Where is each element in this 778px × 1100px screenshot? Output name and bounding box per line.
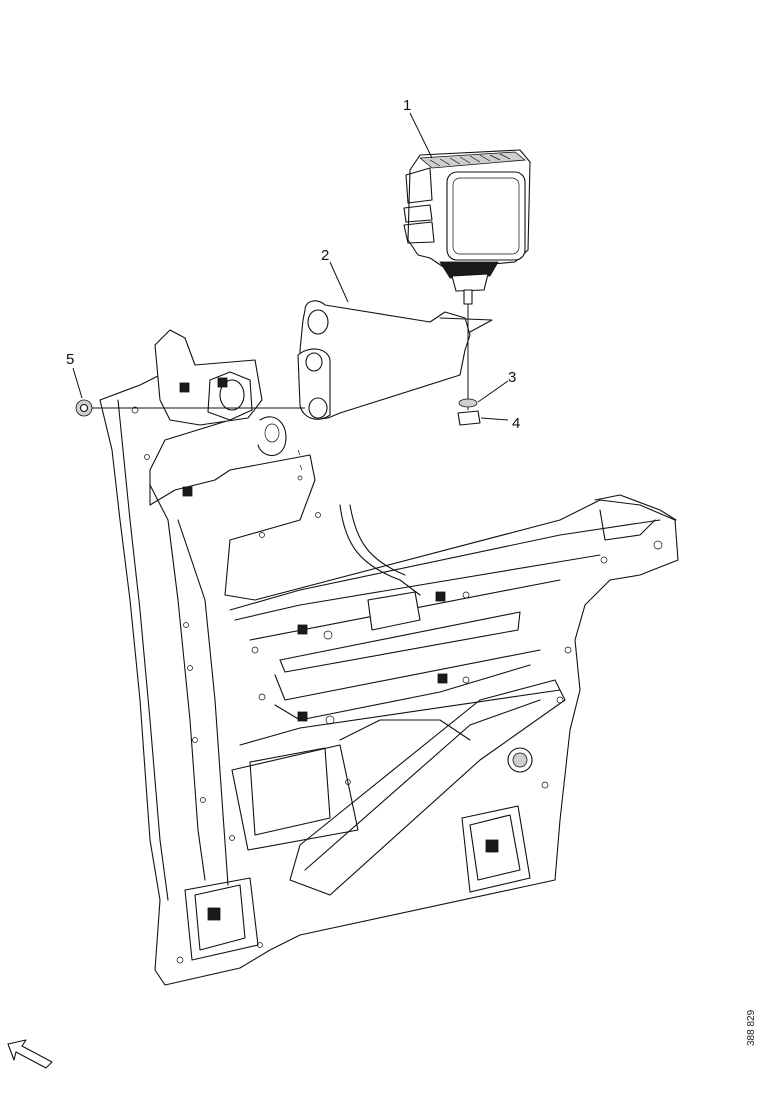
weld-nuts [179,377,499,921]
leader-5 [72,367,83,399]
callout-1: 1 [403,97,411,114]
work-lamp-part-1 [403,149,531,410]
frame-holes [131,406,663,964]
callout-5: 5 [66,351,74,368]
callout-2: 2 [321,247,329,264]
direction-arrow-icon [7,1039,53,1069]
leader-2 [329,261,349,303]
grommet [507,747,533,773]
leader-3 [477,380,509,403]
door-frame-panel [99,329,679,986]
callout-4: 4 [512,415,520,432]
leader-lines [72,112,509,421]
nut-part-4 [457,410,481,426]
document-number: 388 829 [746,1009,757,1046]
washer-part-3 [458,398,478,408]
callout-3: 3 [508,369,516,386]
leader-4 [480,417,509,421]
leader-1 [409,112,433,159]
bracket-part-2 [297,300,493,420]
nut-part-5 [75,399,93,417]
